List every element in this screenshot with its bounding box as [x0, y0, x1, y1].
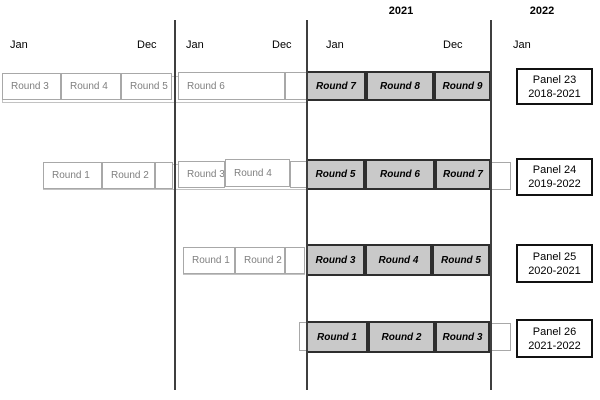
- round-box: Round 2: [235, 247, 285, 274]
- year-divider-line: [174, 20, 176, 390]
- panel-name: Panel 26: [532, 325, 577, 338]
- year-label: 2022: [529, 5, 555, 17]
- empty-segment: [155, 162, 173, 189]
- round-box-current: Round 3: [306, 244, 365, 276]
- panel-years: 2018-2021: [528, 87, 581, 100]
- panel-name: Panel 25: [532, 250, 577, 263]
- empty-segment: [290, 161, 307, 188]
- round-box: Round 3: [2, 73, 61, 100]
- month-label: Jan: [10, 39, 28, 51]
- month-label: Jan: [513, 39, 531, 51]
- month-label: Jan: [186, 39, 204, 51]
- round-box: Round 5: [121, 73, 172, 100]
- round-box: Round 1: [183, 247, 235, 274]
- month-label: Dec: [272, 39, 292, 51]
- panel-years: 2021-2022: [528, 339, 581, 352]
- panel-label-box: Panel 24 2019-2022: [516, 158, 593, 196]
- round-box-current: Round 9: [434, 71, 491, 101]
- round-box: Round 2: [102, 162, 155, 189]
- year-label: 2021: [388, 5, 414, 17]
- round-box: Round 4: [225, 159, 290, 187]
- round-box: Round 3: [178, 161, 225, 188]
- empty-segment: [490, 162, 511, 190]
- year-divider-line: [306, 20, 308, 390]
- month-label: Dec: [443, 39, 463, 51]
- round-box-current: Round 8: [366, 71, 434, 101]
- round-box-current: Round 7: [306, 71, 366, 101]
- panel-years: 2020-2021: [528, 264, 581, 277]
- year-divider-line: [490, 20, 492, 390]
- round-box-current: Round 3: [435, 321, 490, 353]
- round-box-current: Round 5: [432, 244, 490, 276]
- round-box-current: Round 4: [365, 244, 432, 276]
- panel-name: Panel 24: [532, 164, 577, 176]
- panel-name: Panel 23: [532, 73, 577, 86]
- empty-segment: [490, 323, 511, 351]
- round-box-current: Round 6: [365, 159, 435, 190]
- round-box-current: Round 5: [306, 159, 365, 190]
- empty-segment: [285, 72, 307, 100]
- round-box-current: Round 1: [306, 321, 368, 353]
- month-label: Jan: [326, 39, 344, 51]
- round-box: Round 1: [43, 162, 102, 189]
- empty-segment: [285, 247, 305, 274]
- month-label: Dec: [137, 39, 157, 51]
- round-box: Round 4: [61, 73, 121, 100]
- round-box: Round 6: [178, 72, 285, 100]
- panel-years: 2019-2022: [528, 178, 581, 190]
- round-box-current: Round 7: [435, 159, 491, 190]
- round-box-current: Round 2: [368, 321, 435, 353]
